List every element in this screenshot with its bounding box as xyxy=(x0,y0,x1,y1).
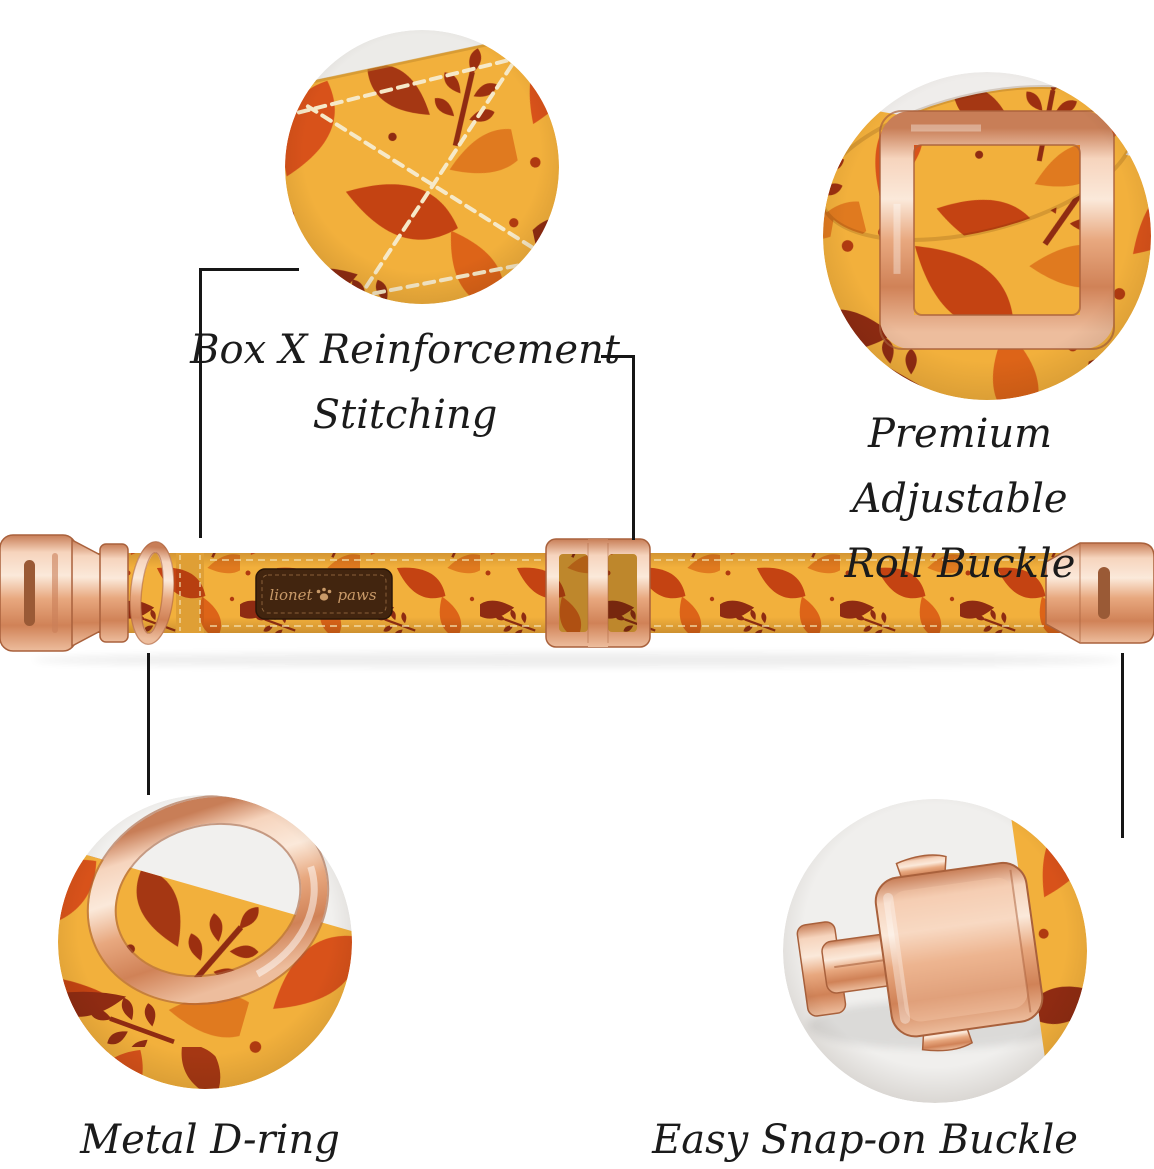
label-roll-buckle: Premium Adjustable Roll Buckle xyxy=(755,402,1154,596)
connector-line-snap-buckle xyxy=(1121,653,1124,838)
label-line-1: Easy Snap-on Buckle xyxy=(652,1117,1078,1163)
collar-slider xyxy=(545,538,651,648)
label-snap-buckle: Easy Snap-on Buckle xyxy=(645,1108,1085,1169)
label-line-2: Stitching xyxy=(312,391,498,438)
brand-tag-text-left: lionet xyxy=(269,586,313,604)
connector-line-slider xyxy=(601,355,635,540)
label-d-ring: Metal D-ring xyxy=(35,1108,385,1169)
collar-ring-loop xyxy=(176,553,204,633)
label-line-1: Metal D-ring xyxy=(80,1117,340,1163)
collar-d-ring xyxy=(129,541,175,645)
connector-line-stitching xyxy=(199,268,299,538)
stitching-detail-photo xyxy=(285,30,559,304)
label-box-x-stitching: Box X Reinforcement Stitching xyxy=(180,318,630,448)
roll-buckle-detail-photo xyxy=(823,72,1151,400)
brand-tag-text-right: paws xyxy=(337,586,376,604)
paw-icon xyxy=(316,587,332,601)
d-ring-detail-photo xyxy=(58,795,352,1089)
label-line-1: Box X Reinforcement xyxy=(190,327,620,373)
collar-right-buckle xyxy=(1045,542,1154,644)
connector-line-d-ring xyxy=(147,653,150,795)
label-line-2: Roll Buckle xyxy=(844,540,1076,587)
collar-left-buckle xyxy=(0,534,129,652)
dog-collar-photo: lionet paws xyxy=(0,513,1154,673)
snap-buckle-detail-photo xyxy=(783,799,1087,1103)
brand-tag: lionet paws xyxy=(255,568,393,620)
label-line-1: Premium Adjustable xyxy=(852,411,1068,522)
